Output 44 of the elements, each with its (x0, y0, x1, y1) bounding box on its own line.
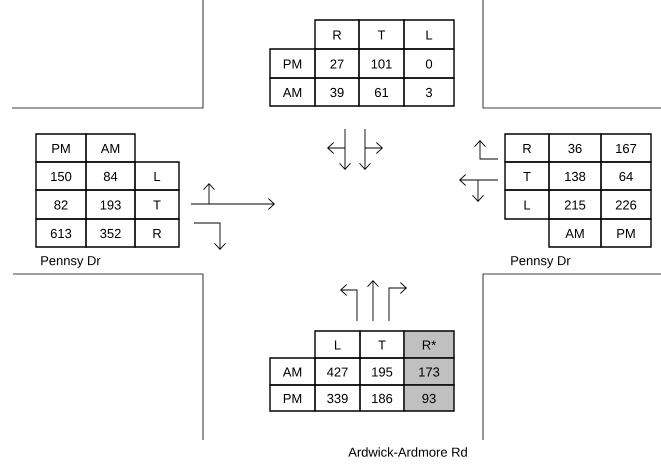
table-cell: 339 (314, 384, 361, 412)
table-cell: R (134, 218, 180, 248)
table-cell: PM (600, 218, 652, 248)
table-cell: 82 (35, 189, 87, 220)
table-cell: PM (269, 48, 316, 79)
table-cell: AM (548, 218, 602, 248)
street-name: Pennsy Dr (41, 256, 100, 268)
table-cell: 427 (314, 357, 361, 386)
table-cell: PM (35, 133, 87, 163)
table-cell: AM (85, 133, 136, 163)
table-cell: 3 (403, 77, 455, 107)
table-cell: 36 (548, 133, 602, 163)
table-cell: 167 (600, 133, 652, 163)
table-cell: 138 (548, 161, 602, 191)
table-cell: 39 (314, 77, 360, 107)
table-cell: T (504, 161, 550, 191)
table-cell: 150 (35, 161, 87, 191)
street-name: Pennsy Dr (511, 256, 570, 268)
table-cell: 613 (35, 218, 87, 248)
table-cell: R* (403, 330, 455, 359)
table-cell: L (504, 189, 550, 220)
table-cell: 173 (403, 357, 455, 386)
table-cell: 193 (85, 189, 136, 220)
table-cell: 61 (358, 77, 405, 107)
table-cell: 0 (403, 48, 455, 79)
table-cell: 101 (358, 48, 405, 79)
table-cell: T (134, 189, 180, 220)
table-cell: AM (269, 357, 316, 386)
table-cell: 352 (85, 218, 136, 248)
table-cell: L (403, 19, 455, 50)
table-cell: AM (269, 77, 316, 107)
table-cell: 226 (600, 189, 652, 220)
table-cell: L (134, 161, 180, 191)
table-cell: R (504, 133, 550, 163)
table-cell: R (314, 19, 360, 50)
table-cell: PM (269, 384, 316, 412)
table-cell: 84 (85, 161, 136, 191)
table-cell: 27 (314, 48, 360, 79)
table-cell: 64 (600, 161, 652, 191)
street-name: Ardwick-Ardmore Rd (348, 447, 467, 457)
table-cell: L (314, 330, 361, 359)
table-cell: T (358, 19, 405, 50)
table-cell: 215 (548, 189, 602, 220)
table-cell: 93 (403, 384, 455, 412)
